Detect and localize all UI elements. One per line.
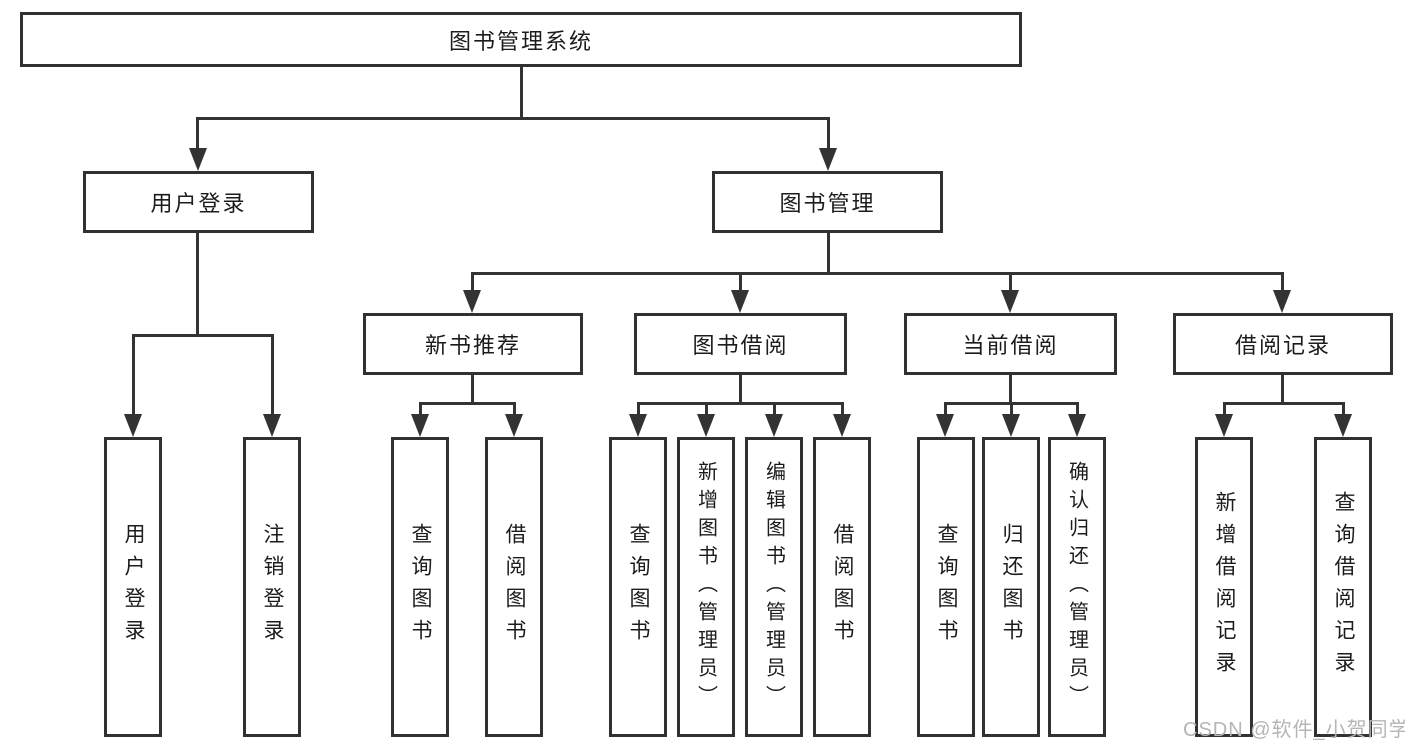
connector-line — [520, 67, 523, 119]
connector-line — [1009, 272, 1012, 294]
node-new-book-recommendation: 新书推荐 — [363, 313, 583, 375]
csdn-watermark: CSDN @软件_小贺同学 — [1183, 719, 1405, 741]
down-arrow-icon — [1334, 414, 1352, 437]
node-book-borrowing: 图书借阅 — [634, 313, 847, 375]
connector-line — [513, 402, 516, 417]
connector-line — [1009, 375, 1012, 405]
down-arrow-icon — [765, 414, 783, 437]
down-arrow-icon — [936, 414, 954, 437]
connector-line — [1010, 402, 1013, 417]
leaf-add-borrow-record: 新增借阅记录 — [1195, 437, 1253, 737]
node-book-management: 图书管理 — [712, 171, 943, 233]
down-arrow-icon — [189, 148, 207, 171]
connector-line — [132, 334, 135, 416]
connector-line — [1281, 375, 1284, 405]
connector-line — [1223, 402, 1345, 405]
connector-line — [1342, 402, 1345, 417]
down-arrow-icon — [697, 414, 715, 437]
down-arrow-icon — [1068, 414, 1086, 437]
connector-line — [471, 272, 474, 294]
down-arrow-icon — [411, 414, 429, 437]
down-arrow-icon — [1273, 290, 1291, 313]
connector-line — [196, 117, 199, 152]
connector-line — [271, 334, 274, 416]
connector-line — [419, 402, 422, 417]
connector-line — [739, 375, 742, 405]
down-arrow-icon — [463, 290, 481, 313]
down-arrow-icon — [629, 414, 647, 437]
down-arrow-icon — [819, 148, 837, 171]
connector-line — [705, 402, 708, 417]
leaf-query-books-recommend: 查询图书 — [391, 437, 449, 737]
connector-line — [739, 272, 742, 294]
down-arrow-icon — [263, 414, 281, 437]
node-borrowing-records: 借阅记录 — [1173, 313, 1393, 375]
node-current-borrowing: 当前借阅 — [904, 313, 1117, 375]
connector-line — [841, 402, 844, 417]
leaf-add-books-admin: 新增图书（管理员） — [677, 437, 735, 737]
leaf-logout: 注销登录 — [243, 437, 301, 737]
connector-line — [827, 233, 830, 275]
down-arrow-icon — [1002, 414, 1020, 437]
leaf-return-books: 归还图书 — [982, 437, 1040, 737]
connector-line — [471, 375, 474, 405]
leaf-query-books-borrowing: 查询图书 — [609, 437, 667, 737]
node-library-management-system: 图书管理系统 — [20, 12, 1022, 67]
leaf-borrow-books: 借阅图书 — [813, 437, 871, 737]
connector-line — [471, 272, 1284, 275]
connector-line — [197, 117, 830, 120]
connector-line — [637, 402, 640, 417]
down-arrow-icon — [1215, 414, 1233, 437]
leaf-edit-books-admin: 编辑图书（管理员） — [745, 437, 803, 737]
leaf-query-books-current: 查询图书 — [917, 437, 975, 737]
leaf-confirm-return-admin: 确认归还（管理员） — [1048, 437, 1106, 737]
connector-line — [132, 334, 274, 337]
connector-line — [637, 402, 844, 405]
connector-line — [419, 402, 516, 405]
leaf-user-login: 用户登录 — [104, 437, 162, 737]
down-arrow-icon — [505, 414, 523, 437]
connector-line — [773, 402, 776, 417]
connector-line — [1281, 272, 1284, 294]
connector-line — [1076, 402, 1079, 417]
down-arrow-icon — [731, 290, 749, 313]
connector-line — [827, 117, 830, 152]
connector-line — [1223, 402, 1226, 417]
leaf-borrow-books-recommend: 借阅图书 — [485, 437, 543, 737]
connector-line — [944, 402, 947, 417]
down-arrow-icon — [124, 414, 142, 437]
down-arrow-icon — [1001, 290, 1019, 313]
leaf-query-borrow-record: 查询借阅记录 — [1314, 437, 1372, 737]
node-user-login: 用户登录 — [83, 171, 314, 233]
down-arrow-icon — [833, 414, 851, 437]
connector-line — [196, 233, 199, 337]
